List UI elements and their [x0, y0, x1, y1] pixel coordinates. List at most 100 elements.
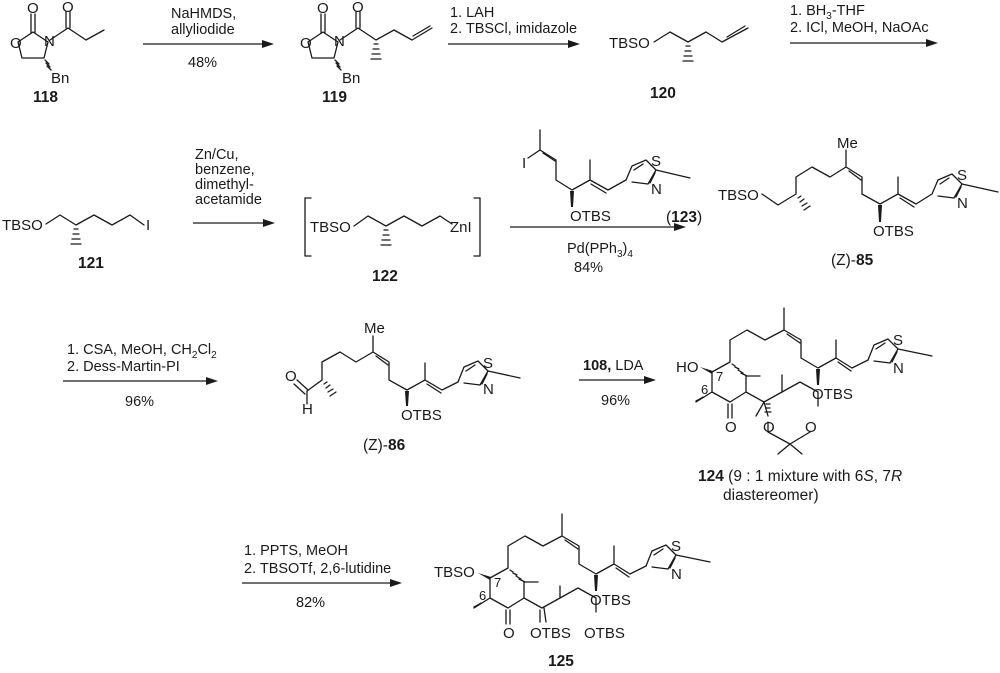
yield: 96%: [125, 394, 154, 410]
ring-chain: [473, 577, 597, 613]
arrowhead: [926, 39, 938, 47]
reagent-line: allyliodide: [171, 22, 235, 38]
compound-label-123: (123): [666, 209, 702, 226]
hashed-methyl: [797, 195, 811, 211]
bracket-left: [304, 197, 312, 257]
arrowhead: [206, 377, 218, 385]
aldehyde-double: [293, 379, 309, 395]
thiazole-ring: [645, 544, 677, 570]
arrowhead: [263, 219, 275, 227]
carbon-chain: [653, 27, 749, 43]
oxazolidinone-ring: [307, 31, 339, 59]
carbon-chain: [45, 214, 145, 226]
reaction-arrow-3: 1. BH3-THF 2. ICl, MeOH, NaOAc: [790, 3, 938, 47]
compound-label-86: (Z)-86: [363, 437, 406, 454]
atom-o-aldehyde: O: [285, 368, 297, 385]
atom-o-dioxane-2: O: [805, 419, 817, 436]
oxazolidinone-ring: [17, 31, 49, 59]
hashed-methyl-6: [473, 602, 482, 608]
hashed-methyl: [509, 569, 526, 583]
carbon-chain: [353, 215, 453, 227]
arrowhead: [390, 579, 402, 587]
compound-label-122: 122: [372, 268, 398, 285]
zinc-iodide: ZnI: [450, 219, 472, 236]
atom-h-aldehyde: H: [302, 401, 313, 418]
acyl-chain: [49, 27, 105, 41]
compound-120: TBSO 120: [609, 25, 749, 102]
atom-s: S: [671, 538, 681, 555]
iodide: I: [522, 155, 526, 172]
bracket-right: [473, 197, 481, 257]
atom-o-keto: O: [725, 419, 737, 436]
thiazole-double: [939, 177, 962, 198]
thiazole-double: [875, 342, 898, 363]
compound-label-120: 120: [650, 85, 676, 102]
compound-86: O H Me S N OTBS (Z)-86: [285, 320, 521, 454]
reagent-line: benzene,: [195, 162, 255, 178]
compound-label-124: 124 (9 : 1 mixture with 6S, 7R: [698, 468, 902, 485]
alkene-double: [412, 25, 431, 37]
stereocenter-6: 6: [701, 382, 708, 397]
yield: 96%: [601, 393, 630, 409]
carbonyl-bond: [30, 13, 36, 34]
yield: 84%: [574, 260, 603, 276]
thiazole-double: [653, 548, 676, 569]
compound-label-125: 125: [548, 653, 574, 670]
atom-n: N: [651, 181, 662, 198]
catalyst: Pd(PPh3)4: [567, 241, 633, 260]
otbs-group: OTBS: [873, 223, 914, 240]
atom-o-acyl: O: [352, 0, 364, 16]
compound-label-121: 121: [78, 255, 104, 272]
atom-o-carbonyl: O: [27, 0, 39, 17]
otbs-group: OTBS: [570, 208, 611, 225]
thiazole-ring: [625, 159, 657, 185]
acyl-carbonyl: [355, 11, 361, 29]
acyl-chain: [339, 27, 433, 41]
thiazole-ring: [867, 338, 899, 364]
wedge-bond: [816, 369, 820, 385]
otbs-group-1: OTBS: [590, 592, 631, 609]
hashed-bond: [764, 403, 772, 413]
reaction-arrow-2: 1. LAH 2. TBSCl, imidazole: [448, 5, 580, 48]
thiazole-methyl: [897, 348, 933, 357]
atom-o-ring: O: [10, 35, 22, 52]
reaction-arrow-4: Zn/Cu, benzene, dimethyl- acetamide: [193, 147, 275, 227]
reagent-line: 108, LDA: [583, 358, 644, 374]
compound-118: O O N O Bn 118: [10, 0, 105, 106]
atom-n: N: [44, 33, 55, 50]
atom-o-acyl: O: [62, 0, 74, 16]
reagent-line: NaHMDS,: [171, 6, 236, 22]
bn-substituent: Bn: [342, 70, 360, 87]
atom-n: N: [671, 566, 682, 583]
atom-s: S: [957, 167, 967, 184]
thiazole-methyl: [675, 554, 711, 563]
hashed-methyl: [370, 43, 382, 60]
compound-123: I S N OTBS (123): [522, 129, 702, 226]
arrowhead: [262, 40, 274, 48]
otbs-group: OTBS: [401, 407, 442, 424]
hashed-otbs: [539, 607, 547, 623]
keto-double: [505, 609, 511, 625]
yield: 48%: [188, 55, 217, 71]
atom-n: N: [957, 195, 968, 212]
atom-o-keto: O: [503, 625, 515, 642]
ring-chain: [695, 371, 783, 403]
atom-s: S: [483, 355, 493, 372]
compound-124: HO 7 6 O O O S N OTBS 124 (9 : 1 mixture…: [676, 307, 933, 504]
ho-group: HO: [676, 359, 699, 376]
reagent-line: acetamide: [195, 192, 262, 208]
otbs-group-3: OTBS: [584, 625, 625, 642]
compound-label-85: (Z)-85: [831, 252, 874, 269]
reagent-line: 2. TBSOTf, 2,6-lutidine: [244, 561, 391, 577]
arrowhead: [674, 223, 686, 231]
compound-119: O O N O Bn 119: [300, 0, 433, 106]
reagent-line: 1. LAH: [450, 5, 494, 21]
tbso-group: TBSO: [718, 187, 759, 204]
hashed-bond: [334, 59, 342, 71]
atom-n: N: [334, 33, 345, 50]
thiazole-methyl: [487, 370, 521, 379]
alkene-double: [726, 25, 746, 38]
compound-122: TBSO ZnI 122: [304, 197, 481, 285]
carbonyl-bond: [320, 13, 326, 34]
